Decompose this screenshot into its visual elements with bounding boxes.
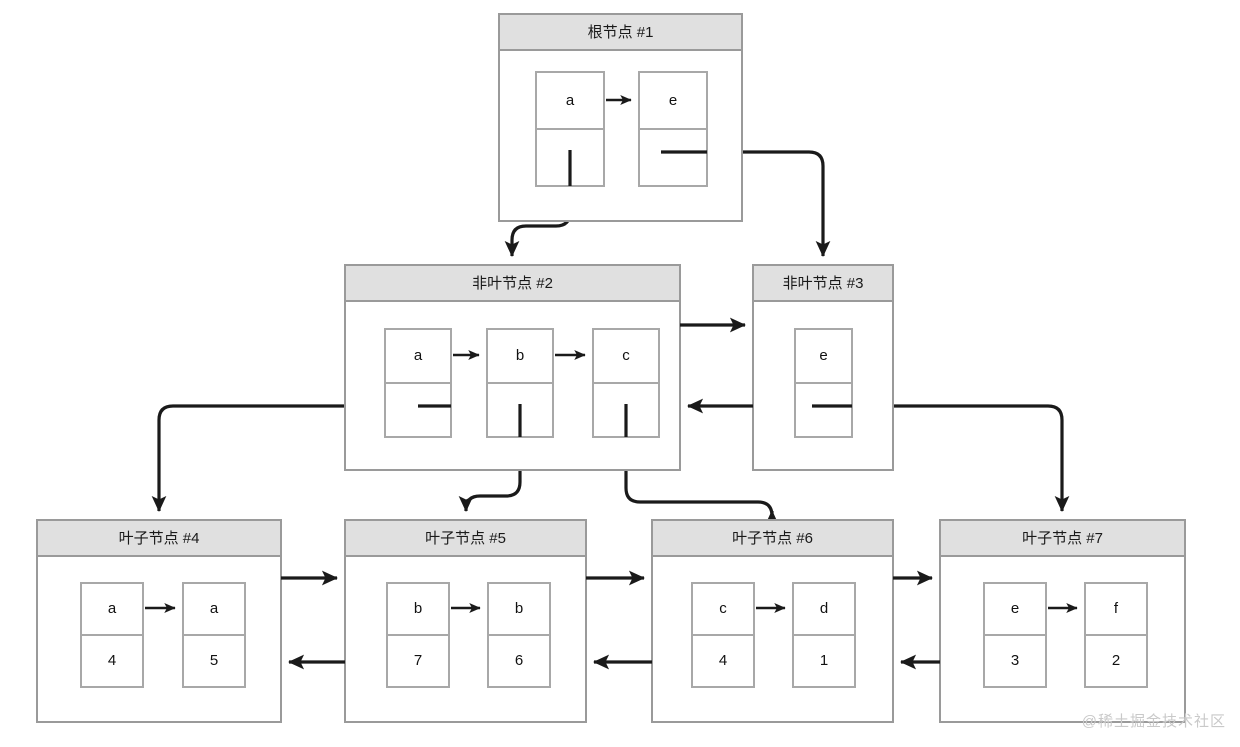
node-cell[interactable]: b 7 <box>386 582 450 688</box>
node-cell[interactable]: d 1 <box>792 582 856 688</box>
pointer-stubs <box>418 150 852 437</box>
cell-key: e <box>819 347 827 364</box>
node-internal-3[interactable]: 非叶节点 #3 e <box>752 264 894 471</box>
node-leaf-5[interactable]: 叶子节点 #5 b 7 b 6 <box>344 519 587 723</box>
cell-key: c <box>622 347 630 364</box>
cell-value: 1 <box>820 652 828 669</box>
cell-key: b <box>515 600 523 617</box>
node-title: 叶子节点 #5 <box>425 530 506 547</box>
node-title: 叶子节点 #6 <box>732 530 813 547</box>
node-cell[interactable]: e <box>638 71 708 187</box>
node-root-1[interactable]: 根节点 #1 a e <box>498 13 743 222</box>
node-header <box>752 264 894 302</box>
nodes-layer: 根节点 #1 a e <box>36 13 1186 723</box>
node-header <box>344 519 587 557</box>
node-cell[interactable]: f 2 <box>1084 582 1148 688</box>
sibling-edges <box>281 317 940 670</box>
cell-key: e <box>669 92 677 109</box>
node-leaf-4[interactable]: 叶子节点 #4 a 4 a 5 <box>36 519 282 723</box>
node-leaf-7[interactable]: 叶子节点 #7 e 3 f 2 <box>939 519 1186 723</box>
watermark: @稀土掘金技术社区 <box>1081 713 1226 730</box>
cell-value: 4 <box>108 652 116 669</box>
node-header <box>498 13 743 51</box>
node-title: 叶子节点 #4 <box>119 530 200 547</box>
node-cell[interactable]: a 5 <box>182 582 246 688</box>
node-internal-2[interactable]: 非叶节点 #2 a b c <box>344 264 681 471</box>
node-header <box>939 519 1186 557</box>
edge-root-e-to-node3 <box>673 150 831 257</box>
cell-key: e <box>1011 600 1019 617</box>
cell-value: 5 <box>210 652 218 669</box>
node-cell[interactable]: c 4 <box>691 582 755 688</box>
node-cell[interactable]: e 3 <box>983 582 1047 688</box>
cell-key: f <box>1114 600 1119 617</box>
node-header <box>36 519 282 557</box>
cell-key: a <box>210 600 219 617</box>
cell-value: 6 <box>515 652 523 669</box>
node-cell[interactable]: a 4 <box>80 582 144 688</box>
cell-key: d <box>820 600 828 617</box>
edge-node2-c-to-leaf6 <box>624 404 780 527</box>
node-cell[interactable]: a <box>384 328 452 438</box>
node-header <box>344 264 681 302</box>
node-title: 叶子节点 #7 <box>1022 530 1103 547</box>
node-title: 非叶节点 #3 <box>783 275 864 292</box>
cell-value: 2 <box>1112 652 1120 669</box>
cell-key: c <box>719 600 727 617</box>
node-header <box>651 519 894 557</box>
edge-node2-a-to-leaf4 <box>151 404 418 512</box>
cell-key: a <box>566 92 575 109</box>
edge-node2-b-to-leaf5 <box>458 404 522 512</box>
cell-key: b <box>414 600 422 617</box>
edge-node3-e-to-leaf7 <box>823 404 1070 512</box>
cell-key: b <box>516 347 524 364</box>
node-leaf-6[interactable]: 叶子节点 #6 c 4 d 1 <box>651 519 894 723</box>
node-title: 根节点 #1 <box>588 24 654 41</box>
pointer-edges <box>151 150 1070 527</box>
cell-value: 3 <box>1011 652 1019 669</box>
cell-key: a <box>108 600 117 617</box>
cell-key: a <box>414 347 423 364</box>
node-title: 非叶节点 #2 <box>472 275 553 292</box>
node-cell[interactable]: e <box>794 328 853 438</box>
cell-value: 4 <box>719 652 727 669</box>
node-cell[interactable]: b 6 <box>487 582 551 688</box>
cell-value: 7 <box>414 652 422 669</box>
